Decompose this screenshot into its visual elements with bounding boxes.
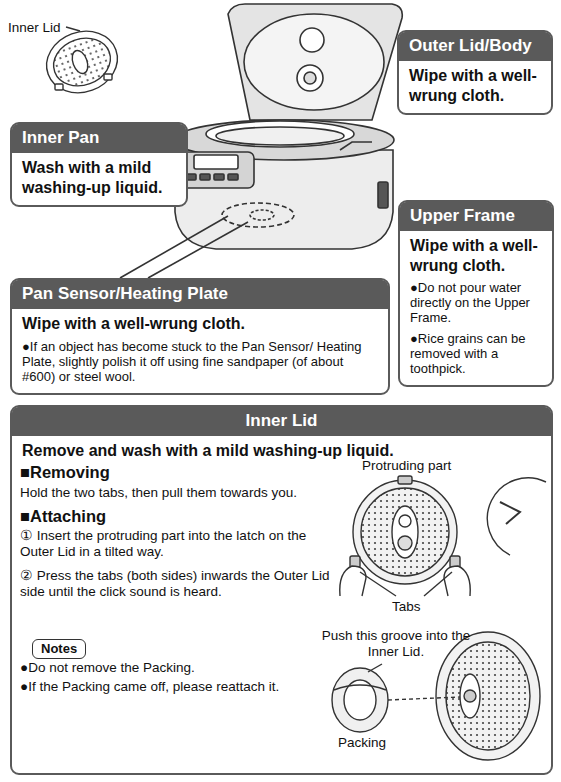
section-panel: Inner LidRemove and wash with a mild was… — [10, 405, 553, 775]
rice-cooker-part — [214, 174, 224, 180]
inner-lid-illustration-part — [353, 480, 457, 584]
rice-cooker-part — [194, 155, 238, 169]
part-label: ② Press the tabs (both sides) inwards th… — [20, 568, 338, 601]
rice-cooker-part — [340, 142, 372, 150]
instruction-text: Wipe with a well-wrung cloth. — [400, 231, 552, 276]
inner-lid-illustration-part — [332, 668, 388, 732]
section-heading: Inner Lid — [12, 407, 551, 436]
part-label: Tabs — [392, 599, 442, 615]
callout-box: Upper FrameWipe with a well-wrung cloth.… — [398, 200, 554, 387]
callout-box: Inner PanWash with a mild washing-up liq… — [10, 122, 188, 207]
part-label: ●Do not remove the Packing. — [20, 660, 320, 676]
instruction-text: Wipe with a well-wrung cloth. — [12, 309, 388, 335]
rice-cooker-part — [228, 4, 402, 120]
rice-cooker-part — [244, 14, 384, 110]
rice-cooker-part — [304, 72, 316, 84]
section-heading: Inner Pan — [12, 124, 186, 153]
inner-lid-illustration-part — [361, 488, 449, 576]
inner-lid-small — [38, 21, 126, 102]
callout-box: Outer Lid/BodyWipe with a well-wrung clo… — [397, 30, 553, 115]
rice-cooker-part — [297, 65, 323, 91]
inner-lid-illustration-part — [398, 536, 412, 550]
part-label: Protruding part — [362, 458, 482, 474]
rice-cooker-part — [250, 210, 274, 220]
inner-lid-illustration-part — [446, 642, 530, 750]
inner-lid-illustration-part — [444, 566, 470, 596]
inner-lid-illustration-part — [487, 478, 546, 555]
section-heading: Outer Lid/Body — [399, 32, 551, 61]
sub-heading: ■Attaching — [20, 506, 320, 526]
inner-lid-illustration-part — [360, 572, 396, 596]
rice-cooker-part — [200, 174, 210, 180]
part-label: ●If the Packing came off, please reattac… — [20, 679, 320, 695]
instruction-text: ●If an object has become stuck to the Pa… — [12, 336, 388, 393]
rice-cooker-part — [228, 174, 238, 180]
instruction-text: ●Do not pour water directly on the Upper… — [400, 277, 552, 328]
inner-lid-illustration-part — [460, 674, 480, 718]
section-heading: Pan Sensor/Heating Plate — [12, 280, 388, 309]
instruction-text: Wipe with a well-wrung cloth. — [399, 61, 551, 112]
inner-lid-illustration-part — [398, 476, 412, 484]
part-label: Push this groove into the Inner Lid. — [316, 628, 476, 661]
rice-cooker-part — [222, 203, 294, 227]
rice-cooker-part — [206, 121, 354, 147]
part-label: Inner Lid — [8, 20, 68, 36]
inner-lid-illustration-part — [334, 685, 386, 690]
rice-cooker-part — [175, 150, 393, 249]
part-label: Hold the two tabs, then pull them toward… — [20, 485, 340, 501]
inner-lid-illustration-part — [436, 632, 540, 760]
rice-cooker-part — [120, 216, 228, 278]
rice-cooker-part — [216, 127, 344, 145]
part-label: ① Insert the protruding part into the la… — [20, 528, 338, 561]
inner-lid-illustration-part — [340, 566, 366, 596]
inner-lid-small-part — [47, 30, 117, 93]
inner-lid-illustration-part — [464, 690, 476, 702]
inner-lid-illustration-part — [399, 515, 411, 527]
notes-tag: Notes — [32, 639, 86, 659]
instruction-text: Wash with a mild washing-up liquid. — [12, 153, 186, 204]
inner-lid-small-part — [38, 21, 126, 102]
inner-lid-small-part — [55, 84, 63, 90]
inner-lid-small-part — [104, 74, 112, 80]
inner-lid-illustration-part — [388, 697, 460, 700]
callout-box: Pan Sensor/Heating PlateWipe with a well… — [10, 278, 390, 395]
rice-cooker-part — [180, 152, 254, 188]
instruction-text: Remove and wash with a mild washing-up l… — [12, 436, 551, 468]
sub-heading: ■Removing — [20, 462, 320, 482]
inner-lid-illustration-part — [368, 664, 382, 672]
notes-heading: Notes — [33, 640, 85, 658]
inner-lid-illustration-part — [424, 572, 452, 596]
section-heading: Upper Frame — [400, 202, 552, 231]
part-label: Packing — [338, 735, 408, 751]
inner-lid-illustration-part — [392, 506, 418, 558]
instruction-text: ●Rice grains can be removed with a tooth… — [400, 328, 552, 385]
inner-lid-small-part — [69, 48, 90, 75]
inner-lid-illustration — [332, 476, 546, 760]
rice-cooker-part — [378, 182, 388, 208]
rice-cooker-part — [148, 222, 248, 278]
inner-lid-illustration-part — [500, 502, 520, 524]
rice-cooker-part — [300, 28, 324, 52]
inner-lid-small-part — [66, 27, 80, 31]
